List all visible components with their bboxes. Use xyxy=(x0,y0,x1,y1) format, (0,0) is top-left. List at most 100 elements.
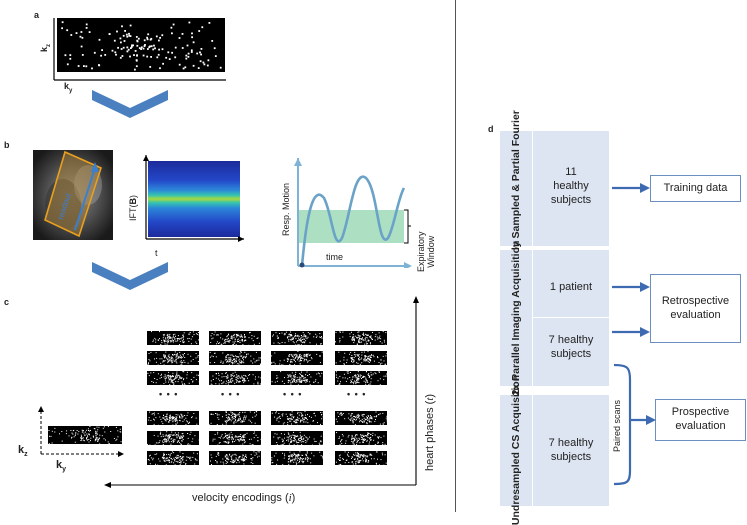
sample-point xyxy=(89,426,90,427)
sample-point xyxy=(99,443,100,444)
sample-point xyxy=(70,430,71,431)
subjects-text-1: 11 healthy subjects xyxy=(533,166,609,207)
t-axis-label: t xyxy=(155,248,158,258)
sample-point xyxy=(89,442,90,443)
sample-point xyxy=(86,437,87,438)
sample-point xyxy=(90,440,91,441)
sample-point xyxy=(75,432,76,433)
sample-point xyxy=(88,439,89,440)
sample-point xyxy=(75,442,76,443)
sample-point xyxy=(88,430,89,431)
ift-heatmap xyxy=(140,155,244,247)
sample-point xyxy=(75,435,76,436)
subjects-text-3: 7 healthy subjects xyxy=(533,437,609,465)
vertical-divider xyxy=(455,0,456,512)
sample-point xyxy=(73,430,74,431)
sample-point xyxy=(84,434,85,435)
sample-point xyxy=(59,433,60,434)
axes-a xyxy=(48,18,228,84)
sample-point xyxy=(74,436,75,437)
sample-point xyxy=(88,428,89,429)
sample-point xyxy=(66,430,67,431)
sample-point xyxy=(90,430,91,431)
sample-point xyxy=(51,436,52,437)
subjects-text-2a: 1 patient xyxy=(533,281,609,295)
window-label: Expiratory Window xyxy=(416,231,437,272)
sample-point xyxy=(81,437,82,438)
velocity-encodings-label: velocity encodings (i) xyxy=(192,492,295,504)
sample-point xyxy=(81,438,82,439)
sample-point xyxy=(96,439,97,440)
sample-point xyxy=(95,440,96,441)
sample-point xyxy=(83,437,84,438)
sample-point xyxy=(97,431,98,432)
axis-label-kz-a: kz xyxy=(39,44,52,52)
sample-point xyxy=(89,434,90,435)
sample-point xyxy=(102,435,103,436)
sample-point xyxy=(86,438,87,439)
category-box-1: Fully Sampled & Partial Fourier xyxy=(500,131,532,247)
sample-point xyxy=(86,434,87,435)
sample-point xyxy=(85,432,86,433)
time-axis-label: time xyxy=(326,252,343,262)
down-chevron-icon xyxy=(92,90,168,118)
sample-point xyxy=(54,432,55,433)
paired-scans-label: Paired scans xyxy=(612,400,622,452)
sample-point xyxy=(87,435,88,436)
sample-point xyxy=(97,439,98,440)
sample-point xyxy=(90,438,91,439)
sample-point xyxy=(62,441,63,442)
heart-phases-label: heart phases (t) xyxy=(424,394,436,471)
sample-point xyxy=(49,436,50,437)
sample-point xyxy=(98,427,99,428)
sample-point xyxy=(95,433,96,434)
sample-point xyxy=(49,430,50,431)
outcome-box-training: Training data xyxy=(650,175,741,202)
sample-point xyxy=(97,441,98,442)
sample-point xyxy=(87,440,88,441)
sample-point xyxy=(82,430,83,431)
sample-point xyxy=(82,432,83,433)
sample-point xyxy=(93,436,94,437)
sample-point xyxy=(77,434,78,435)
panel-c-letter: c xyxy=(4,297,9,307)
sample-point xyxy=(61,431,62,432)
sample-point xyxy=(72,433,73,434)
sample-point xyxy=(93,437,94,438)
sample-point xyxy=(81,439,82,440)
resp-axis-label: Resp. Motion xyxy=(281,183,291,236)
panel-d-letter: d xyxy=(488,124,494,134)
category-box-2: 2x Parallel Imaging Acquisition xyxy=(500,250,532,386)
sample-point xyxy=(86,430,87,431)
sample-point xyxy=(83,440,84,441)
subjects-text-2b: 7 healthy subjects xyxy=(533,334,609,362)
sample-point xyxy=(71,437,72,438)
category-box-3: Undresampled CS Acquisition xyxy=(500,395,532,506)
ift-axis-label: IFT(B) xyxy=(128,195,138,221)
sample-point xyxy=(84,440,85,441)
sample-point xyxy=(80,437,81,438)
sample-point xyxy=(87,437,88,438)
sample-point xyxy=(96,438,97,439)
panel-d-arrows xyxy=(600,170,660,490)
kz-label-c: kz xyxy=(18,444,28,458)
panel-b-letter: b xyxy=(4,140,10,150)
panel-c-axes xyxy=(104,296,424,488)
sample-point xyxy=(75,434,76,435)
ky-label-c: ky xyxy=(56,459,66,473)
sample-point xyxy=(97,429,98,430)
sample-point xyxy=(77,430,78,431)
sample-point xyxy=(66,433,67,434)
sample-point xyxy=(72,434,73,435)
panel-a-letter: a xyxy=(34,10,39,20)
sample-point xyxy=(89,431,90,432)
axis-label-ky-a: ky xyxy=(64,81,72,94)
sample-point xyxy=(96,435,97,436)
sample-point xyxy=(83,433,84,434)
sample-point xyxy=(99,435,100,436)
mri-image xyxy=(33,150,113,240)
sample-point xyxy=(52,431,53,432)
sample-point xyxy=(97,427,98,428)
